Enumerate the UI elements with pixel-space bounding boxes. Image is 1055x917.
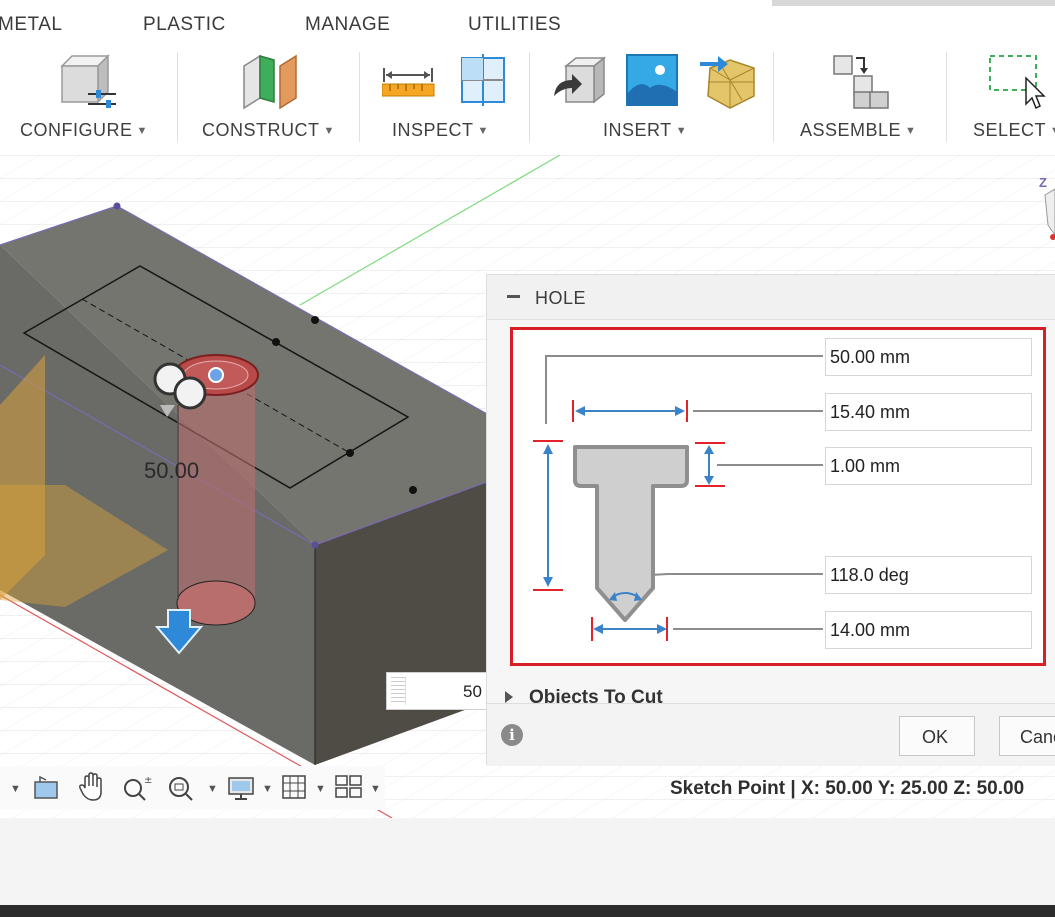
assemble-menu[interactable]: ASSEMBLE▼ [800, 120, 916, 141]
hole-dialog-header: HOLE [487, 275, 1055, 320]
insert-label: INSERT [603, 120, 672, 140]
divider [773, 52, 774, 142]
measure-icon[interactable] [381, 64, 436, 105]
configure-icon[interactable] [58, 54, 118, 115]
ribbon-toolbar: CONFIGURE▼ CONSTRUCT▼ [0, 44, 1055, 155]
chevron-down-icon: ▼ [1050, 125, 1055, 137]
objects-to-cut-label: Objects To Cut [529, 687, 663, 703]
inspect-label: INSPECT [392, 120, 474, 140]
hole-dialog: HOLE [486, 274, 1055, 766]
ribbon-tab-bar: METAL PLASTIC MANAGE UTILITIES [0, 0, 1055, 44]
view-cube-axis-label[interactable]: Z [1039, 175, 1047, 190]
chevron-down-icon: ▼ [323, 125, 335, 137]
diameter-input[interactable]: 14.00 mm [825, 611, 1032, 649]
collapse-icon[interactable] [507, 295, 520, 298]
tip-angle-input[interactable]: 118.0 deg [825, 556, 1032, 594]
box-front-face [0, 245, 315, 765]
tab-scrollbar[interactable] [772, 0, 1055, 6]
dimension-label: 50.00 [144, 458, 200, 483]
divider [529, 52, 530, 142]
taskbar-edge [0, 905, 1055, 917]
depth-input[interactable]: 50.00 mm [825, 338, 1032, 376]
assemble-icon[interactable] [830, 52, 890, 115]
ok-button[interactable]: OK [899, 716, 975, 756]
distance-input[interactable]: 50 [386, 672, 488, 710]
insert-icon[interactable] [552, 56, 607, 111]
inspect-menu[interactable]: INSPECT▼ [392, 120, 489, 141]
chevron-down-icon[interactable]: ▼ [315, 783, 326, 795]
section-analysis-icon[interactable] [458, 54, 508, 111]
configure-menu[interactable]: CONFIGURE▼ [20, 120, 148, 141]
distance-value: 50 [463, 682, 482, 701]
box-top-face [0, 206, 560, 545]
select-menu[interactable]: SELECT▼ [973, 120, 1055, 141]
divider [946, 52, 947, 142]
chevron-down-icon[interactable]: ▼ [262, 783, 273, 795]
chevron-down-icon: ▼ [136, 125, 148, 137]
chevron-down-icon[interactable]: ▼ [10, 783, 21, 795]
pan-hand-icon[interactable] [78, 772, 106, 807]
divider [359, 52, 360, 142]
configure-label: CONFIGURE [20, 120, 133, 140]
insert-mesh-icon[interactable] [700, 52, 758, 115]
assemble-label: ASSEMBLE [800, 120, 902, 140]
hole-dialog-title: HOLE [535, 288, 587, 308]
construct-menu[interactable]: CONSTRUCT▼ [202, 120, 335, 141]
tab-manage[interactable]: MANAGE [305, 14, 391, 35]
zoom-icon[interactable]: ± [122, 774, 154, 807]
cancel-button[interactable]: Cancel [999, 716, 1055, 756]
info-icon[interactable]: i [501, 724, 523, 746]
grid-icon[interactable] [281, 774, 307, 805]
divider [177, 52, 178, 142]
insert-menu[interactable]: INSERT▼ [603, 120, 687, 141]
objects-to-cut-row[interactable]: Objects To Cut [487, 683, 1055, 703]
svg-text:±: ± [144, 775, 152, 786]
drag-handle[interactable] [391, 677, 406, 705]
status-readout: Sketch Point | X: 50.00 Y: 25.00 Z: 50.0… [670, 778, 1025, 799]
chevron-right-icon [505, 691, 513, 703]
dialog-footer: i OK Cancel [487, 703, 1055, 766]
viewports-icon[interactable] [334, 774, 364, 805]
counterbore-depth-input[interactable]: 1.00 mm [825, 447, 1032, 485]
chevron-down-icon[interactable]: ▼ [370, 783, 381, 795]
tab-utilities[interactable]: UTILITIES [468, 14, 562, 35]
hole-dimension-diagram: 50.00 mm 15.40 mm 1.00 mm 118.0 deg 14.0… [510, 327, 1046, 666]
tab-metal[interactable]: METAL [0, 14, 63, 35]
chevron-down-icon: ▼ [905, 125, 917, 137]
display-settings-icon[interactable] [226, 774, 256, 807]
chevron-down-icon: ▼ [477, 125, 489, 137]
hole-profile-drawing [533, 355, 823, 641]
chevron-down-icon: ▼ [675, 125, 688, 137]
chevron-down-icon[interactable]: ▼ [207, 783, 218, 795]
image-icon[interactable] [626, 54, 678, 111]
select-icon[interactable] [986, 52, 1046, 117]
tab-plastic[interactable]: PLASTIC [143, 14, 226, 35]
orbit-icon[interactable] [32, 774, 60, 807]
navigation-bar: ▼ ± ▼ ▼ ▼ ▼ [0, 766, 385, 810]
zoom-window-icon[interactable] [167, 774, 197, 807]
counterbore-diameter-input[interactable]: 15.40 mm [825, 393, 1032, 431]
construct-label: CONSTRUCT [202, 120, 320, 140]
select-label: SELECT [973, 120, 1047, 140]
construct-plane-icon[interactable] [240, 52, 300, 117]
